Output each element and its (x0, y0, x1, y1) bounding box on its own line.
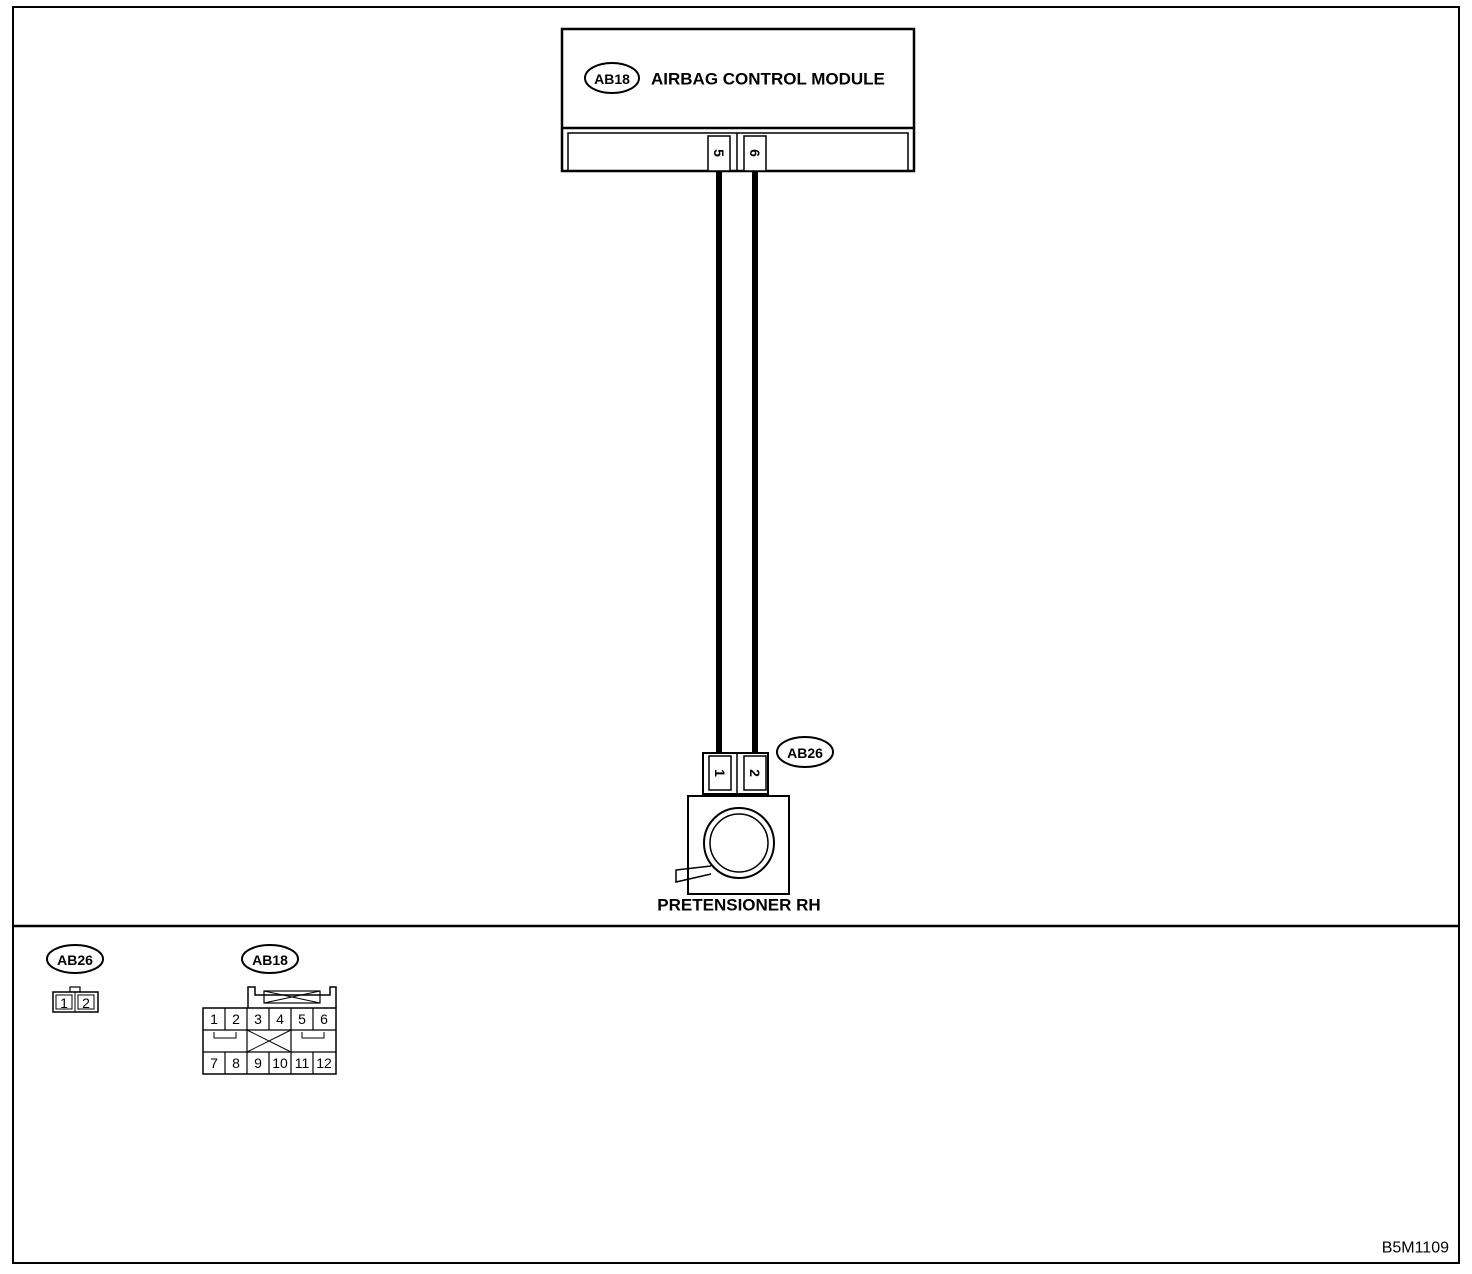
legend-ab18-pin-1: 1 (210, 1011, 218, 1027)
legend-ab18-pin-4: 4 (276, 1011, 284, 1027)
legend-ab26-connector: AB26 1 2 (46, 944, 104, 1013)
legend-ab18-pin-7: 7 (210, 1055, 218, 1071)
legend-ab18-latch-cross-b (263, 990, 321, 1004)
pretensioner-pin-2-cell (743, 755, 767, 791)
module-body (560, 27, 916, 173)
pretensioner-pin-1-cell (708, 755, 732, 791)
legend-ab18-pin-5: 5 (298, 1011, 306, 1027)
module-connector-badge (584, 62, 640, 94)
pretensioner-pin-1-label: 1 (712, 769, 728, 777)
legend-ab18-id: AB18 (252, 952, 288, 968)
legend-ab18-connector: AB18 1 2 3 4 5 6 7 8 9 10 11 12 (202, 944, 337, 1075)
pretensioner-label: PRETENSIONER RH (657, 896, 820, 915)
legend-ab18-latch (263, 990, 321, 1004)
legend-ab18-pin-2: 2 (232, 1011, 240, 1027)
pretensioner-spool-inner (709, 813, 769, 873)
legend-ab26-badge (46, 944, 104, 974)
legend-ab18-blank-cross-b (246, 1029, 292, 1053)
module-title: AIRBAG CONTROL MODULE (651, 70, 885, 89)
pretensioner-belt-webbing (675, 865, 712, 883)
diagram-frame (12, 6, 1460, 1264)
legend-ab18-short-bar-right (301, 1032, 325, 1039)
wire-harness (716, 171, 758, 753)
module-connector-strip (567, 132, 909, 172)
airbag-control-module: 5 6 AB18 AIRBAG CONTROL MODULE (560, 27, 916, 173)
legend-ab18-pin-11: 11 (295, 1055, 310, 1071)
pretensioner-connector-id: AB26 (787, 745, 823, 761)
pretensioner-pin-2-label: 2 (747, 769, 763, 777)
legend-ab18-pin-3: 3 (254, 1011, 262, 1027)
legend-ab18-short-bar-left (213, 1032, 237, 1039)
legend-ab26-cell-2 (77, 994, 95, 1010)
legend-ab26-cell-1 (55, 994, 73, 1010)
pretensioner-spool-outer (703, 807, 775, 879)
pretensioner-rh: 1 2 AB26 PRETENSIONER RH (657, 736, 834, 915)
legend-ab18-housing-top (247, 986, 337, 1008)
module-connector-id: AB18 (594, 71, 630, 87)
pretensioner-connector-badge (776, 736, 834, 768)
legend-ab18-pin-9: 9 (254, 1055, 262, 1071)
legend-ab18-pin-8: 8 (232, 1055, 240, 1071)
legend-ab18-pin-10: 10 (272, 1055, 288, 1071)
legend-ab26-pin-2: 2 (82, 995, 90, 1011)
legend-ab18-pin-12: 12 (316, 1055, 332, 1071)
module-pin-6-label: 6 (747, 149, 763, 157)
legend-ab26-pin-1: 1 (60, 995, 68, 1011)
diagram-code: B5M1109 (1382, 1240, 1449, 1257)
legend-ab26-id: AB26 (57, 952, 93, 968)
legend-ab18-badge (241, 944, 299, 974)
module-pin-5-label: 5 (711, 149, 727, 157)
legend-ab18-pin-6: 6 (320, 1011, 328, 1027)
